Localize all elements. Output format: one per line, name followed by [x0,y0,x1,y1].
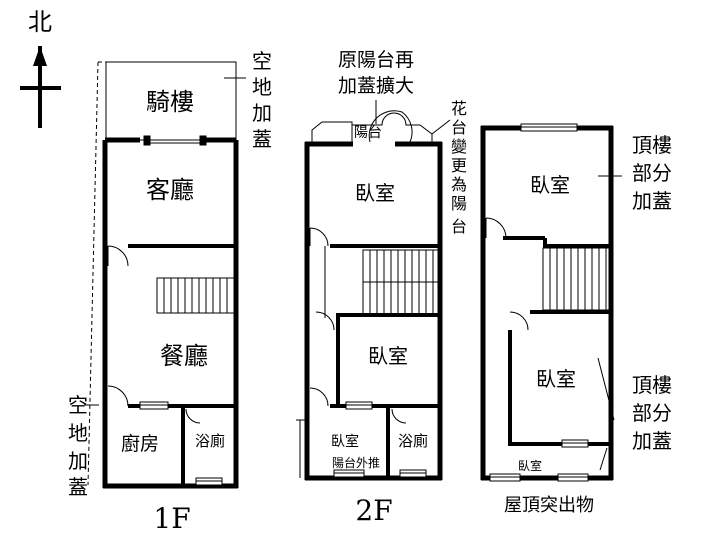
svg-text:加: 加 [68,449,88,473]
svg-text:加蓋: 加蓋 [632,429,672,453]
floor-label-roof: 屋頂突出物 [504,495,594,516]
svg-text:空: 空 [68,393,88,417]
room-arcade: 騎樓 [146,88,194,116]
svg-text:蓋: 蓋 [68,475,88,499]
svg-text:台: 台 [451,118,467,137]
room-bedroom-2f-a: 臥室 [355,181,395,205]
svg-text:原陽台再: 原陽台再 [338,49,414,71]
svg-text:部分: 部分 [632,161,672,185]
floor-label-1f: 1F [153,502,190,535]
stairs-1f [156,277,237,314]
svg-text:陽: 陽 [451,194,467,213]
floor-1f [87,61,239,489]
annotation-balcony-extension: 原陽台再 加蓋擴大 [338,49,414,124]
annotation-vacant-land-1: 空 地 加 蓋 [224,49,272,151]
floor-2f [296,110,443,481]
floor-label-2f: 2F [355,494,392,527]
svg-text:頂樓: 頂樓 [632,133,672,157]
annotation-roof-addition-2: 頂樓 部分 加蓋 [597,357,672,453]
floor-roof-labels: 臥室 臥室 臥室 屋頂突出物 [504,173,594,516]
north-compass: 北 [20,8,61,128]
svg-text:部分: 部分 [632,401,672,425]
svg-text:地: 地 [252,75,272,99]
annotation-roof-addition-1: 頂樓 部分 加蓋 [598,133,672,213]
floor-roof [480,123,614,482]
svg-text:地: 地 [68,421,88,445]
room-living: 客廳 [146,176,194,204]
room-bedroom-roof-b: 臥室 [536,367,576,391]
svg-text:頂樓: 頂樓 [632,373,672,397]
svg-text:變: 變 [451,137,467,156]
balcony-small-label: 陽台 [354,125,382,141]
svg-text:蓋: 蓋 [252,127,272,151]
room-bedroom-roof-a: 臥室 [530,173,570,197]
room-kitchen: 廚房 [121,432,159,455]
svg-text:為: 為 [451,175,467,194]
north-label: 北 [28,8,52,36]
north-arrow-head [33,46,47,66]
balcony-pushout-label: 陽台外推 [332,455,380,470]
room-bath-1f: 浴廁 [195,432,225,450]
annotation-planter: 花 台 變 更 為 陽 台 [431,99,467,236]
annotation-vacant-land-2: 空 地 加 蓋 [68,393,99,499]
room-bedroom-2f-c: 臥室 [331,433,359,450]
floor-2f-labels: 臥室 臥室 臥室 陽台外推 浴廁 2F [331,181,428,527]
svg-text:空: 空 [252,49,272,73]
svg-text:加蓋: 加蓋 [632,189,672,213]
svg-text:更: 更 [451,156,467,175]
svg-text:加: 加 [252,101,272,125]
stairs-roof [542,247,612,311]
vacant-land-boundary [87,61,99,486]
room-bedroom-roof-c: 臥室 [518,458,542,473]
room-dining: 餐廳 [160,342,208,370]
floor-1f-labels: 騎樓 客廳 餐廳 廚房 浴廁 1F [121,88,225,535]
room-bedroom-2f-b: 臥室 [368,344,408,368]
svg-text:花: 花 [451,99,467,118]
svg-text:加蓋擴大: 加蓋擴大 [338,75,414,97]
room-bath-2f: 浴廁 [398,432,428,450]
svg-text:台: 台 [451,217,467,236]
